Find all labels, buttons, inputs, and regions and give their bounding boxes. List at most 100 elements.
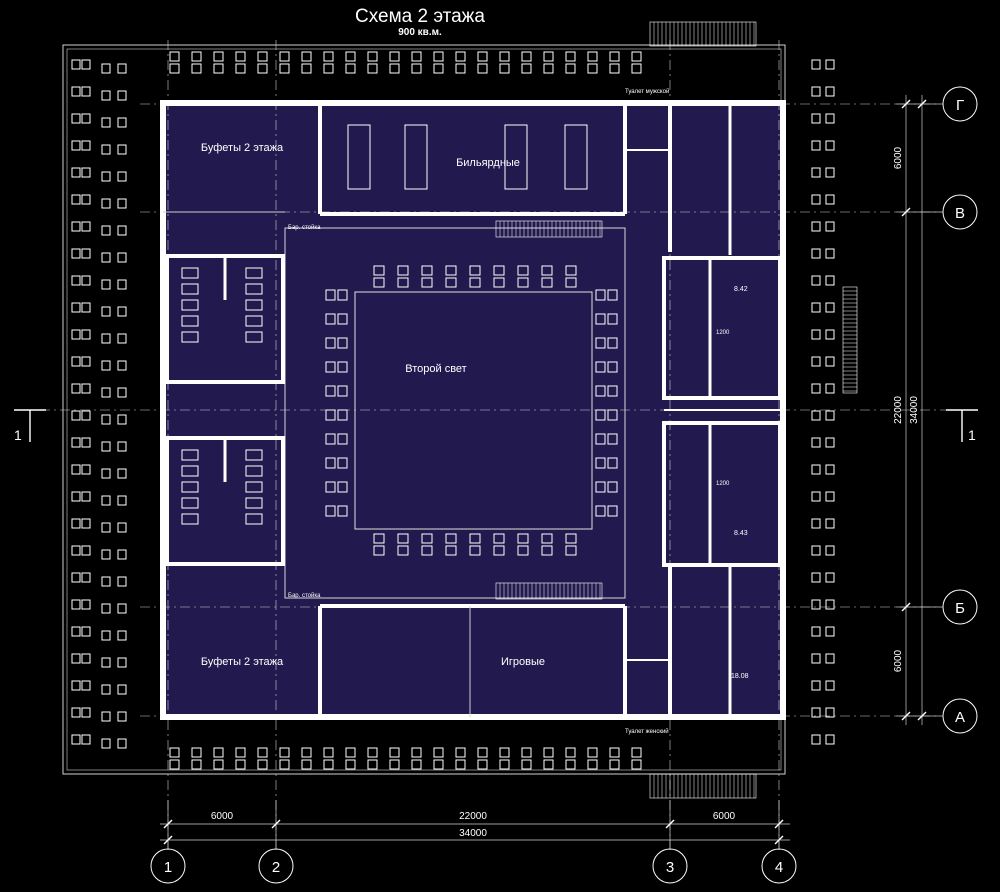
terrace-chair (117, 522, 127, 533)
terrace-chair (301, 759, 312, 770)
atrium-chair (595, 361, 606, 373)
booth-table (245, 449, 263, 461)
booth-table (245, 299, 263, 311)
atrium-chair (493, 533, 505, 544)
note-dim-1200-b: 1200 (716, 481, 730, 487)
terrace-chair (117, 414, 127, 425)
booth-table (181, 315, 199, 327)
terrace-chair (389, 747, 400, 758)
atrium-chair (397, 265, 409, 276)
terrace-chair (117, 630, 127, 641)
terrace-chair (811, 383, 821, 394)
terrace-chair (587, 759, 598, 770)
terrace-chair (81, 356, 91, 367)
terrace-chair (301, 747, 312, 758)
terrace-chair (71, 491, 81, 502)
atrium-chair (607, 457, 618, 469)
terrace-chair (279, 63, 290, 74)
page-title: Схема 2 этажа (355, 6, 485, 27)
terrace-chair (101, 738, 111, 749)
terrace-chair (825, 140, 835, 151)
terrace-chair (477, 759, 488, 770)
atrium-chair (595, 409, 606, 421)
terrace-chair (71, 410, 81, 421)
atrium-chair (565, 277, 577, 288)
dim-bottom-mid: 22000 (459, 811, 487, 822)
atrium-chair (325, 457, 336, 469)
terrace-chair (367, 51, 378, 62)
terrace-chair (587, 51, 598, 62)
atrium-chair (541, 533, 553, 544)
terrace-chair (455, 747, 466, 758)
dim-bottom-right: 6000 (713, 811, 736, 822)
terrace-chair (117, 657, 127, 668)
terrace-chair (117, 63, 127, 74)
terrace-chair (81, 680, 91, 691)
axis-label-col-3: 3 (666, 859, 674, 876)
axis-label-col-4: 4 (775, 859, 783, 876)
terrace-chair (101, 603, 111, 614)
billiard-table (404, 124, 428, 190)
terrace-chair (345, 51, 356, 62)
terrace-chair (101, 63, 111, 74)
terrace-chair (101, 522, 111, 533)
terrace-chair (71, 734, 81, 745)
terrace-chair (101, 198, 111, 209)
atrium-chair (397, 277, 409, 288)
terrace-chair (811, 599, 821, 610)
atrium-chair (397, 533, 409, 544)
terrace-chair (499, 759, 510, 770)
terrace-chair (521, 759, 532, 770)
note-bar-bottom: Бар. стойка (288, 592, 321, 599)
booth-table (181, 513, 199, 525)
booth-table (245, 267, 263, 279)
terrace-chair (631, 63, 642, 74)
terrace-chair (631, 759, 642, 770)
terrace-chair (213, 759, 224, 770)
terrace-chair (811, 437, 821, 448)
terrace-chair (81, 275, 91, 286)
terrace-chair (81, 599, 91, 610)
terrace-chair (101, 279, 111, 290)
booth-table (181, 465, 199, 477)
terrace-chair (609, 63, 620, 74)
terrace-chair (117, 198, 127, 209)
terrace-chair (235, 51, 246, 62)
dim-right-total: 34000 (909, 396, 920, 424)
booth-table (181, 283, 199, 295)
booth-table (181, 449, 199, 461)
atrium-chair (565, 545, 577, 556)
terrace-chair (257, 759, 268, 770)
terrace-chair (71, 329, 81, 340)
terrace-chair (565, 51, 576, 62)
terrace-chair (301, 63, 312, 74)
terrace-chair (101, 441, 111, 452)
terrace-chair (71, 626, 81, 637)
terrace-chair (811, 194, 821, 205)
terrace-chair (811, 167, 821, 178)
terrace-chair (825, 167, 835, 178)
terrace-chair (825, 86, 835, 97)
terrace-chair (477, 51, 488, 62)
atrium-chair (337, 385, 348, 397)
atrium-chair (445, 265, 457, 276)
axis-label-row-a: А (955, 709, 965, 726)
terrace-chair (811, 410, 821, 421)
axis-leaders (167, 103, 943, 849)
atrium-chair (337, 337, 348, 349)
terrace-chair (101, 657, 111, 668)
terrace-chair (81, 329, 91, 340)
terrace-chair (117, 387, 127, 398)
terrace-chair (235, 63, 246, 74)
dim-right-top: 6000 (893, 146, 904, 169)
atrium-chair (595, 385, 606, 397)
atrium-chair (445, 545, 457, 556)
atrium-chair (325, 313, 336, 325)
terrace-chair (811, 275, 821, 286)
dim-right-mid: 22000 (893, 396, 904, 424)
atrium-chair (595, 457, 606, 469)
dim-bottom-left: 6000 (211, 811, 234, 822)
terrace-chair (811, 572, 821, 583)
section-marks (14, 409, 978, 442)
atrium-chair (469, 533, 481, 544)
